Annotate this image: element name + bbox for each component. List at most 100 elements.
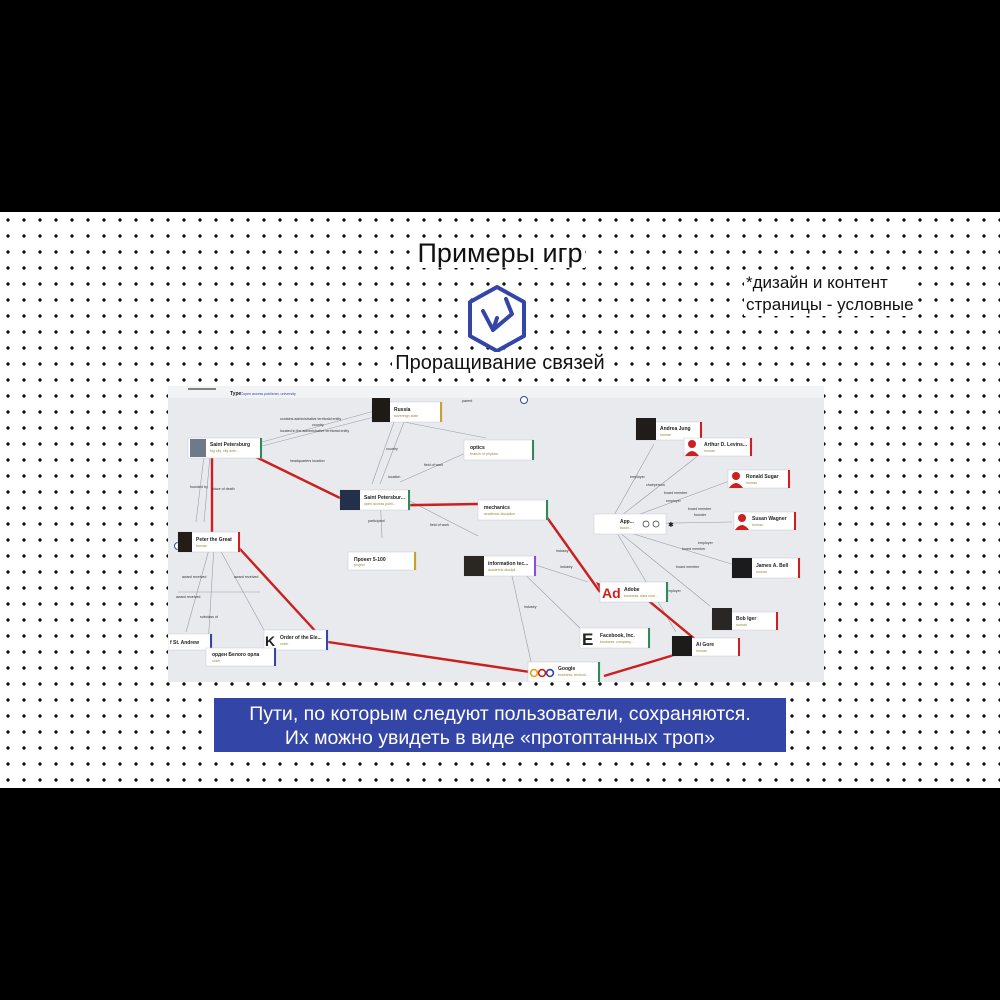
svg-text:academic discipline: academic discipline xyxy=(484,512,515,516)
node-optics[interactable]: optics branch of physics xyxy=(463,439,535,461)
edge-label: award received xyxy=(176,595,200,599)
slide-title: Примеры игр xyxy=(0,238,1000,269)
node-arthur-levinson[interactable]: Arthur D. Levins... human xyxy=(683,437,753,457)
edge xyxy=(207,545,215,647)
node-apple[interactable]: App... busin... ✱ xyxy=(593,513,674,535)
edge xyxy=(613,527,739,567)
svg-text:project: project xyxy=(354,563,365,567)
svg-text:big city, city with...: big city, city with... xyxy=(210,449,239,453)
adobe-logo-icon: Ad xyxy=(602,585,621,601)
edge xyxy=(399,495,479,537)
node-saint-petersburg[interactable]: Saint Petersburg big city, city with... xyxy=(187,437,263,459)
svg-text:Peter the Great: Peter the Great xyxy=(196,537,232,543)
node-collapse-icon[interactable] xyxy=(642,520,650,528)
edge xyxy=(261,409,379,443)
knowledge-graph-screenshot[interactable]: Type: open access publisher, university xyxy=(168,386,824,682)
edge xyxy=(261,415,379,447)
edge-label: award received xyxy=(234,575,258,579)
edge xyxy=(399,451,469,483)
node-st-andrew[interactable]: f St. Andrew xyxy=(168,633,213,651)
edge-labels: contains administrative territorial enti… xyxy=(176,399,714,619)
node-expand-icon[interactable] xyxy=(652,520,660,528)
path-order-google xyxy=(327,640,531,674)
svg-text:Facebook, Inc.: Facebook, Inc. xyxy=(600,633,635,639)
edge-label: founder xyxy=(694,513,707,517)
edge-label: industry xyxy=(556,549,569,553)
graph-nodes[interactable]: Russia sovereign state Saint Petersburg … xyxy=(168,398,801,682)
svg-text:human: human xyxy=(736,623,747,627)
node-google[interactable]: Google business, technol... xyxy=(527,661,601,682)
svg-text:Google: Google xyxy=(558,666,575,672)
svg-text:Saint Petersbur...: Saint Petersbur... xyxy=(364,495,405,501)
edge-label: chairperson xyxy=(646,483,665,487)
svg-text:Bob Iger: Bob Iger xyxy=(736,616,756,622)
svg-text:sovereign state: sovereign state xyxy=(394,414,418,418)
svg-text:information tec...: information tec... xyxy=(488,561,529,567)
svg-text:f St. Andrew: f St. Andrew xyxy=(170,640,199,646)
svg-text:human: human xyxy=(752,523,763,527)
svg-text:Ronald Sugar: Ronald Sugar xyxy=(746,474,779,480)
svg-text:business, technol...: business, technol... xyxy=(558,673,589,677)
slide: Примеры игр *дизайн и контент страницы -… xyxy=(0,212,1000,788)
svg-text:орден Белого орла: орден Белого орла xyxy=(212,652,260,658)
svg-text:Andrea Jung: Andrea Jung xyxy=(660,426,691,432)
edge-label: field of work xyxy=(424,463,443,467)
node-facebook[interactable]: E Facebook, Inc. business, company,... xyxy=(579,627,651,649)
svg-text:branch of physics: branch of physics xyxy=(470,452,498,456)
node-white-eagle[interactable]: орден Белого орла order xyxy=(205,647,277,667)
node-thumbnail xyxy=(340,490,360,510)
edge xyxy=(185,545,211,633)
graph-top-bar xyxy=(168,386,824,398)
caption-line-2: Их можно увидеть в виде «протоптанных тр… xyxy=(284,727,716,749)
edge-label: country xyxy=(312,423,324,427)
node-mechanics[interactable]: mechanics academic discipline xyxy=(477,499,549,521)
node-information-technology[interactable]: information tec... academic discipli... xyxy=(463,555,537,577)
node-project-5-100[interactable]: Проект 5-100 project xyxy=(347,551,417,571)
svg-text:Susan Wagner: Susan Wagner xyxy=(752,516,787,522)
node-order-of-the-elephant[interactable]: K Order of the Ele... order xyxy=(263,629,329,651)
node-spbu[interactable]: Saint Petersbur... open access publi... xyxy=(339,489,411,511)
svg-text:human: human xyxy=(660,433,671,437)
node-ronald-sugar[interactable]: Ronald Sugar human xyxy=(727,469,791,489)
edge xyxy=(217,545,265,631)
edge-label: country xyxy=(386,447,398,451)
node-susan-wagner[interactable]: Susan Wagner human xyxy=(733,511,797,531)
svg-text:James A. Bell: James A. Bell xyxy=(756,563,789,569)
edge-label: location xyxy=(388,475,400,479)
hexagon-logo-icon xyxy=(468,285,526,353)
edge xyxy=(613,527,711,607)
svg-text:business, company,...: business, company,... xyxy=(600,640,635,644)
svg-text:Arthur D. Levins...: Arthur D. Levins... xyxy=(704,442,748,448)
node-russia[interactable]: Russia sovereign state xyxy=(371,398,443,423)
path-mechanics-adobe xyxy=(545,515,601,593)
edge-label: board member xyxy=(682,547,706,551)
node-al-gore[interactable]: Al Gore human xyxy=(671,636,741,657)
knowledge-graph[interactable]: Type: open access publisher, university xyxy=(168,386,824,682)
edge-label: founded by xyxy=(190,485,208,489)
person-icon xyxy=(688,440,696,448)
edge-label: board member xyxy=(664,491,688,495)
node-andrea-jung[interactable]: Andrea Jung human xyxy=(635,418,703,441)
svg-text:human: human xyxy=(756,570,767,574)
person-icon xyxy=(738,514,746,522)
edge-label: employer xyxy=(698,541,714,545)
node-peter-the-great[interactable]: Peter the Great human xyxy=(177,531,241,553)
node-thumbnail xyxy=(672,636,692,656)
svg-text:Проект 5-100: Проект 5-100 xyxy=(354,557,386,563)
svg-text:academic discipli...: academic discipli... xyxy=(488,568,518,572)
graph-anchor-icon[interactable] xyxy=(520,396,528,404)
svg-text:order: order xyxy=(280,642,289,646)
edge-label: located in the administrative territoria… xyxy=(280,429,349,433)
edge-label: employer xyxy=(666,589,682,593)
edge-label: employer xyxy=(666,499,682,503)
node-pin-icon[interactable]: ✱ xyxy=(668,521,674,529)
graph-type-prefix: Type: xyxy=(230,391,243,397)
edge xyxy=(607,447,709,527)
node-james-bell[interactable]: James A. Bell human xyxy=(731,557,801,579)
node-bob-iger[interactable]: Bob Iger human xyxy=(711,608,779,631)
svg-text:App...: App... xyxy=(620,519,634,525)
node-adobe[interactable]: Ad Adobe business, data com... xyxy=(599,581,669,603)
edge-label: contains administrative territorial enti… xyxy=(280,417,341,421)
node-thumbnail xyxy=(190,439,206,457)
node-thumbnail xyxy=(464,556,484,576)
